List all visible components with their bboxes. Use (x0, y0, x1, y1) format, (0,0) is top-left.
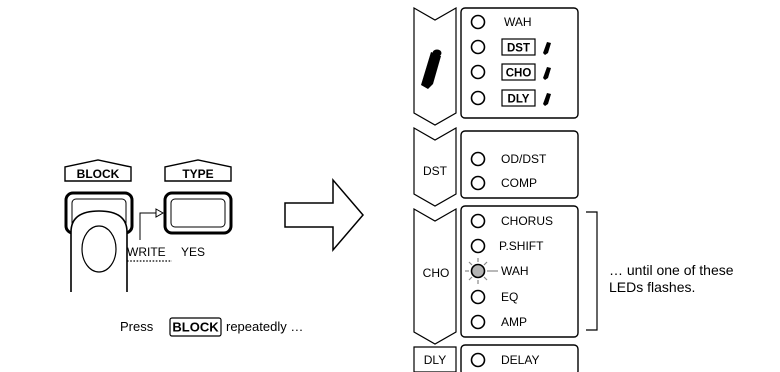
note-line-1: … until one of these (609, 262, 734, 278)
led-label-box (501, 38, 536, 56)
led-label: COMP (501, 176, 537, 190)
led-label: DELAY (501, 353, 539, 367)
led-row-dly-delay: DELAY (470, 352, 539, 368)
led-indicator (470, 14, 486, 30)
tab-dly (413, 346, 457, 372)
led-group-dst (460, 130, 579, 199)
led-row-dst-comp: COMP (470, 175, 537, 191)
led-label: DLY (508, 94, 530, 106)
finger-icon (70, 210, 128, 292)
led-row-cho-chorus: CHORUS (470, 213, 553, 229)
right-arrow-icon (284, 177, 364, 253)
led-group-cho (460, 205, 579, 338)
pedal-icon (421, 49, 442, 89)
led-label-box (501, 89, 536, 107)
side-label-cho: CHO (423, 266, 450, 280)
led-indicator (470, 151, 486, 167)
caption: Press BLOCK repeatedly … (120, 317, 303, 337)
tab-dst (413, 126, 457, 207)
write-arrow (139, 208, 165, 240)
caption-key: BLOCK (172, 320, 219, 335)
led-label: P.SHIFT (499, 239, 544, 253)
note-line-2: LEDs flashes. (609, 279, 695, 295)
pedal-mini-icon (543, 93, 551, 106)
block-key-label: BLOCK (77, 167, 120, 181)
led-indicator (470, 175, 486, 191)
led-indicator (470, 64, 486, 80)
led-row-cho-pshift: P.SHIFT (470, 238, 544, 254)
led-label: WAH (501, 264, 529, 278)
led-row-pedal-dst: DST (470, 38, 551, 56)
led-label: DST (507, 43, 530, 55)
led-label: CHO (506, 68, 532, 80)
led-label: OD/DST (501, 152, 547, 166)
write-label: WRITE (127, 245, 166, 259)
caption-prefix: Press (120, 319, 154, 334)
flash-rays-icon (465, 258, 498, 284)
pedal-mini-icon (543, 42, 551, 55)
led-label: WAH (504, 15, 532, 29)
led-row-cho-amp: AMP (470, 314, 527, 330)
type-button[interactable] (163, 191, 233, 235)
block-key-tab: BLOCK (64, 159, 132, 182)
led-indicator (470, 39, 486, 55)
caption-suffix: repeatedly … (226, 319, 303, 334)
led-label-box (501, 63, 536, 81)
side-label-dly: DLY (424, 353, 446, 367)
led-indicator (470, 314, 486, 330)
cho-bracket (586, 211, 598, 331)
led-indicator-flashing (470, 263, 486, 279)
led-group-dly (460, 344, 579, 372)
led-row-pedal-cho: CHO (470, 63, 551, 81)
led-label: AMP (501, 315, 527, 329)
right-panel: DST CHO DLY WAH DST CHO (413, 6, 734, 372)
led-row-pedal-dly: DLY (470, 89, 551, 107)
led-row-pedal-wah: WAH (470, 14, 532, 30)
yes-label: YES (181, 245, 205, 259)
side-label-dst: DST (423, 164, 448, 178)
led-indicator (470, 213, 486, 229)
left-panel: BLOCK TYPE WRITE YES (64, 159, 303, 337)
type-key-label: TYPE (182, 167, 213, 181)
led-indicator (470, 238, 486, 254)
type-key-tab: TYPE (164, 159, 232, 182)
pedal-mini-icon (543, 67, 551, 80)
caption-key-box (169, 317, 222, 337)
led-row-dst-oddst: OD/DST (470, 151, 547, 167)
led-label: CHORUS (501, 214, 553, 228)
led-group-pedal (460, 7, 579, 119)
tab-cho (413, 207, 457, 345)
led-row-cho-eq: EQ (470, 289, 518, 305)
led-row-cho-wah: WAH (465, 258, 529, 284)
led-label: EQ (501, 290, 518, 304)
led-indicator (470, 90, 486, 106)
led-indicator (470, 289, 486, 305)
led-indicator (470, 352, 486, 368)
